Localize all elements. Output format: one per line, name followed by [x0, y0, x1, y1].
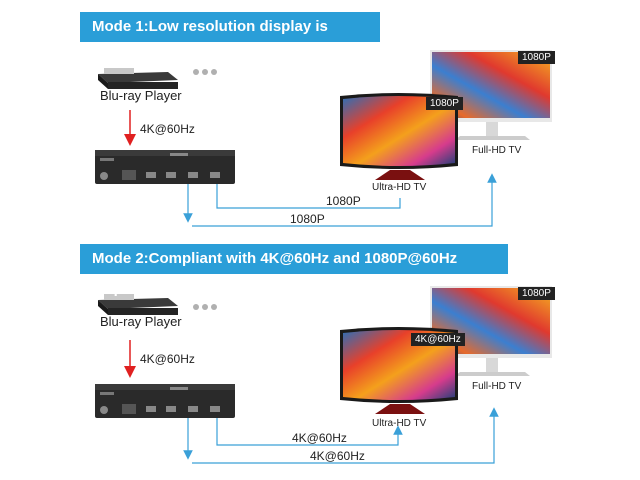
- ultra-hd-tv-icon: [340, 327, 458, 414]
- mode2-output-uhd: 4K@60Hz: [292, 431, 347, 445]
- ultra-hd-tv-icon: [340, 93, 458, 180]
- hdmi-splitter-icon: [95, 150, 235, 184]
- mode2-source-label: Blu-ray Player: [100, 314, 182, 329]
- mode2-uhd-badge: 4K@60Hz: [411, 333, 465, 346]
- more-dots-icon: [193, 304, 217, 310]
- mode1-graphics: [95, 50, 552, 227]
- mode2-output-fhd: 4K@60Hz: [310, 449, 365, 463]
- mode2-uhd-tv-label: Ultra-HD TV: [372, 418, 427, 429]
- output-line-fhd: [192, 407, 499, 464]
- more-dots-icon: [193, 69, 217, 75]
- mode1-output-uhd: 1080P: [326, 194, 361, 208]
- mode1-title-banner: Mode 1:Low resolution display is priorit…: [80, 12, 380, 65]
- mode1-fhd-badge: 1080P: [518, 51, 555, 64]
- mode1-fhd-tv-label: Full-HD TV: [472, 145, 522, 156]
- mode2-fhd-badge: 1080P: [518, 287, 555, 300]
- output-line-uhd: [216, 418, 403, 446]
- mode1-source-label: Blu-ray Player: [100, 88, 182, 103]
- bluray-player-icon: [98, 68, 178, 89]
- mode2-fhd-tv-label: Full-HD TV: [472, 381, 522, 392]
- mode1-uhd-badge: 1080P: [426, 97, 463, 110]
- mode2-title-banner: Mode 2:Compliant with 4K@60Hz and 1080P@…: [80, 244, 508, 297]
- mode1-output-fhd: 1080P: [290, 212, 325, 226]
- hdmi-splitter-icon: [95, 384, 235, 418]
- mode1-uhd-tv-label: Ultra-HD TV: [372, 182, 427, 193]
- mode1-input-signal: 4K@60Hz: [140, 122, 195, 136]
- mode2-input-signal: 4K@60Hz: [140, 352, 195, 366]
- output-line-uhd: [216, 184, 401, 209]
- output-line-fhd: [192, 173, 497, 227]
- bluray-player-icon: [98, 294, 178, 315]
